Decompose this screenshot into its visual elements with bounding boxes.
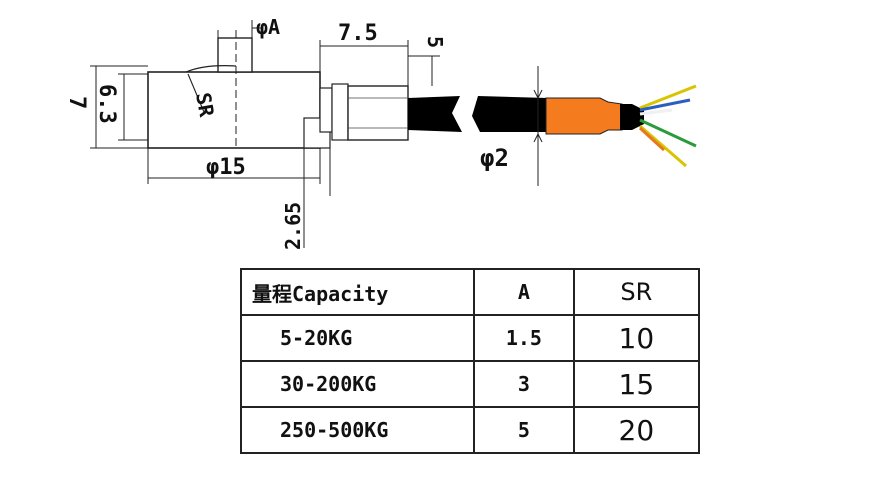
table-row: 250-500KG 5 20 xyxy=(239,406,701,454)
sensor-body xyxy=(147,71,321,149)
cell-sr: 20 xyxy=(572,406,701,454)
connector-ring xyxy=(319,87,333,133)
connector-gland xyxy=(347,85,409,141)
cell-sr: 15 xyxy=(572,360,701,408)
table-header-row: 量程Capacity A SR xyxy=(239,268,701,316)
dim-phi2-arrow-bot xyxy=(533,133,539,143)
cable-segment-1 xyxy=(408,96,462,132)
dim-2-65: 2.65 xyxy=(281,202,305,250)
cell-capacity: 5-20KG xyxy=(239,314,476,362)
table-row: 30-200KG 3 15 xyxy=(239,360,701,408)
cell-a: 5 xyxy=(473,406,575,454)
cell-a: 3 xyxy=(473,360,575,408)
wire-yellow-1 xyxy=(639,84,697,110)
cell-a: 1.5 xyxy=(473,314,575,362)
wire-yellow-2 xyxy=(639,124,687,168)
wire-white xyxy=(639,108,673,116)
dim-sr: SR xyxy=(191,91,219,120)
header-sr: SR xyxy=(572,268,701,316)
wire-orange xyxy=(638,126,666,152)
sr-leader xyxy=(187,73,205,113)
dim-6-3: 6.3 xyxy=(94,84,119,124)
dim-phi-2: φ2 xyxy=(480,144,509,172)
table-row: 5-20KG 1.5 10 xyxy=(239,314,701,362)
cell-capacity: 30-200KG xyxy=(239,360,476,408)
dim-phi2-arrow-bot2 xyxy=(537,133,543,143)
dim-phi2-arrow-top xyxy=(533,89,539,99)
dim-7-5: 7.5 xyxy=(338,21,378,46)
load-button xyxy=(217,37,253,73)
header-capacity: 量程Capacity xyxy=(239,268,476,316)
connector-nut xyxy=(331,83,349,141)
sr-arc xyxy=(185,65,237,73)
wire-green xyxy=(639,118,697,148)
wire-blue xyxy=(639,98,691,112)
dim-phi2-arrow-top2 xyxy=(537,89,543,99)
cell-sr: 10 xyxy=(572,314,701,362)
dim-phi-15: φ15 xyxy=(206,155,246,180)
cable-tip xyxy=(620,104,644,130)
dim-5: 5 xyxy=(423,36,447,48)
cable-segment-2 xyxy=(472,96,548,132)
cable-sheath xyxy=(545,97,623,135)
dim-7: 7 xyxy=(64,96,89,109)
header-a: A xyxy=(473,268,575,316)
cell-capacity: 250-500KG xyxy=(239,406,476,454)
capacity-table: 量程Capacity A SR 5-20KG 1.5 10 30-200KG 3… xyxy=(239,268,701,454)
dim-phi-a: φA xyxy=(256,15,280,39)
